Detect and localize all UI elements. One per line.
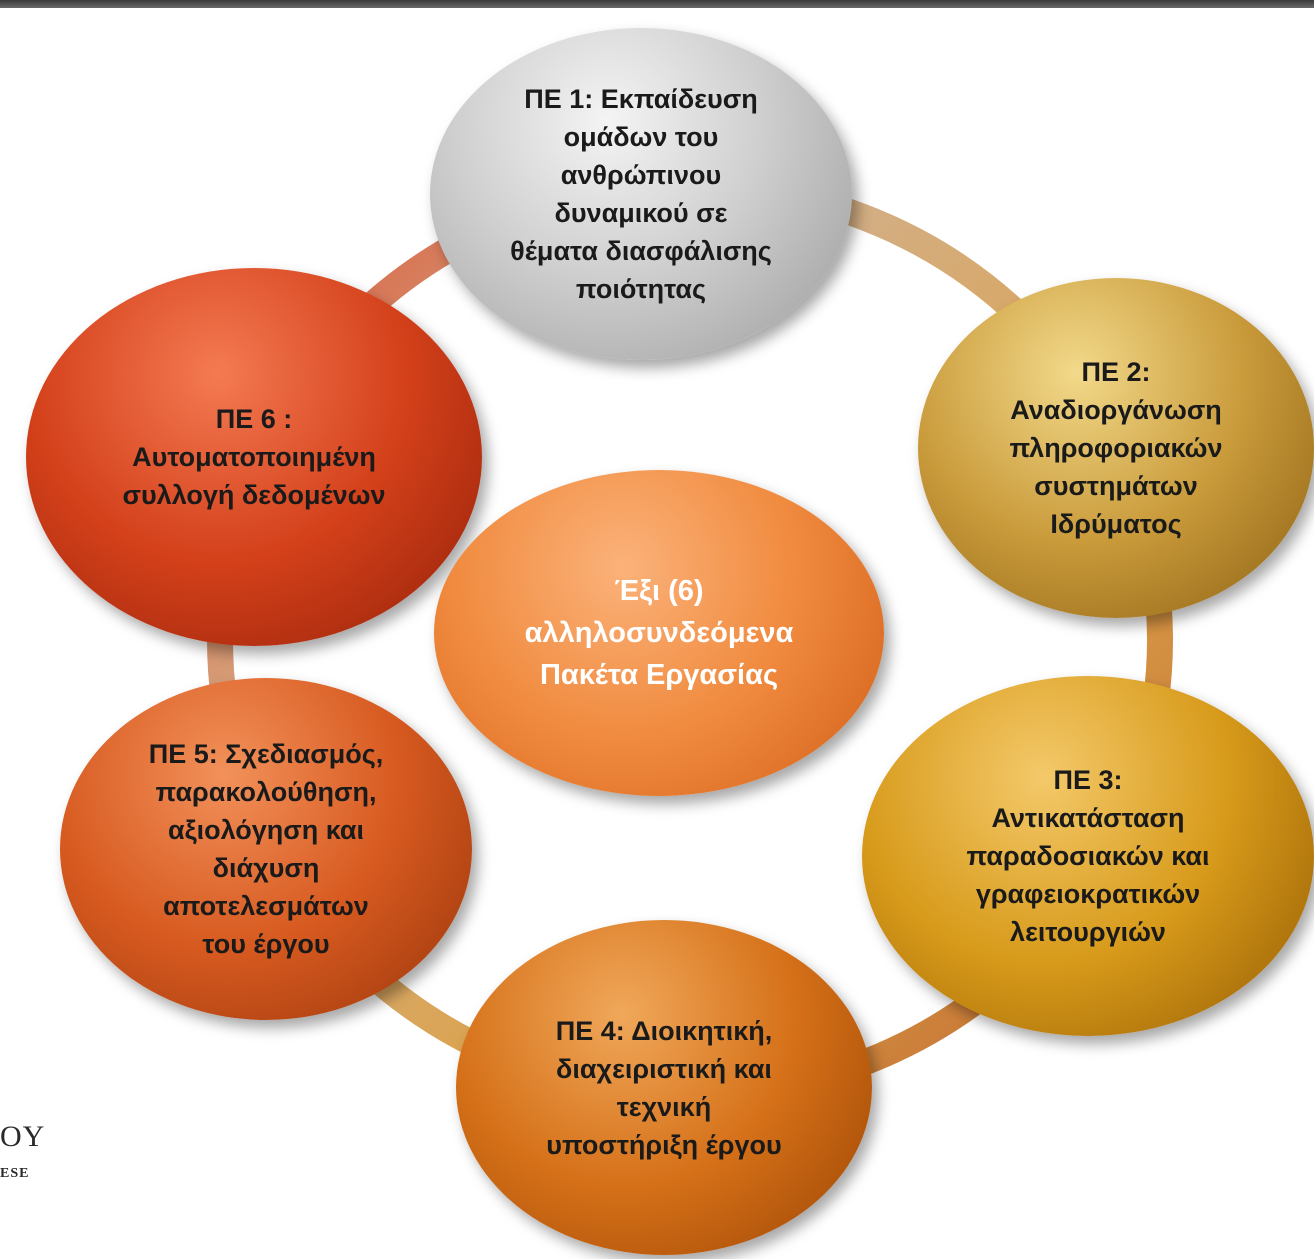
logo-line-1: OY [0, 1120, 46, 1153]
work-package-3-label: ΠΕ 3: Αντικατάσταση παραδοσιακών και γρα… [966, 765, 1210, 947]
top-bar [0, 0, 1314, 8]
work-package-3-node: ΠΕ 3: Αντικατάσταση παραδοσιακών και γρα… [862, 676, 1314, 1036]
work-package-5-node: ΠΕ 5: Σχεδιασμός, παρακολούθηση, αξιολόγ… [60, 678, 472, 1020]
work-package-2-node: ΠΕ 2: Αναδιοργάνωση πληροφοριακών συστημ… [918, 278, 1314, 618]
work-package-4-node: ΠΕ 4: Διοικητική, διαχειριστική και τεχν… [456, 920, 872, 1255]
work-package-1-node: ΠΕ 1: Εκπαίδευση ομάδων του ανθρώπινου δ… [430, 28, 852, 360]
work-package-6-label: ΠΕ 6 : Αυτοματοποιημένη συλλογή δεδομένω… [122, 404, 386, 510]
center-label: Έξι (6) αλληλοσυνδεόμενα Πακέτα Εργασίας [524, 575, 794, 691]
work-package-1-label: ΠΕ 1: Εκπαίδευση ομάδων του ανθρώπινου δ… [510, 84, 772, 304]
center-node: Έξι (6) αλληλοσυνδεόμενα Πακέτα Εργασίας [434, 470, 884, 796]
logo-line-2: ESE [0, 1166, 30, 1181]
work-package-2-label: ΠΕ 2: Αναδιοργάνωση πληροφοριακών συστημ… [1009, 357, 1223, 539]
work-package-4-label: ΠΕ 4: Διοικητική, διαχειριστική και τεχν… [546, 1015, 782, 1160]
work-package-6-node: ΠΕ 6 : Αυτοματοποιημένη συλλογή δεδομένω… [26, 268, 482, 646]
work-package-5-label: ΠΕ 5: Σχεδιασμός, παρακολούθηση, αξιολόγ… [148, 739, 384, 959]
